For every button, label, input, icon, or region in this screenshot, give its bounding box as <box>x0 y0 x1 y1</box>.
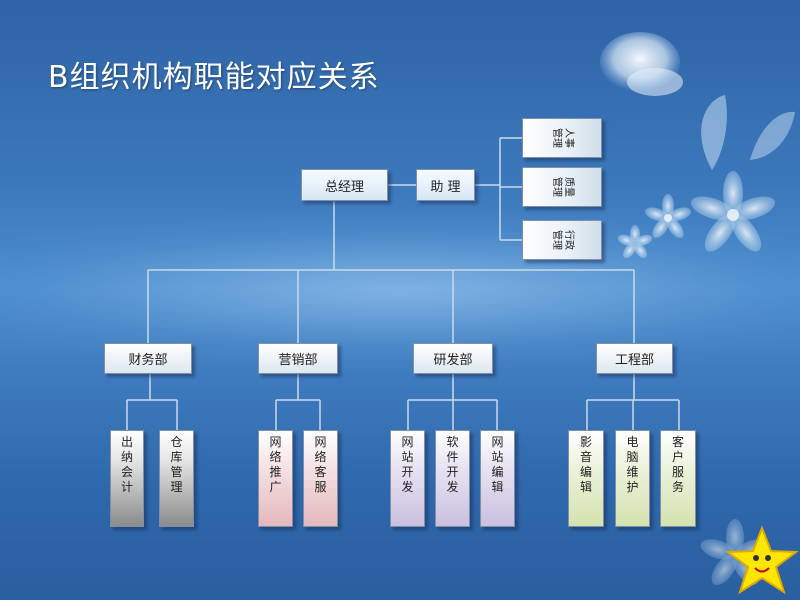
hr-label-1: 人事 <box>563 128 574 148</box>
slide-title: B组织机构职能对应关系 <box>48 60 380 95</box>
unit-label: 网站编辑 <box>491 435 504 494</box>
node-admin-management: 行政管理 <box>522 220 602 260</box>
star-mascot-icon <box>725 525 799 595</box>
admin-label-1: 行政 <box>563 230 574 250</box>
hr-label-2: 管理 <box>551 128 562 148</box>
flower-icon <box>617 95 795 259</box>
node-general-manager: 总经理 <box>301 169 388 201</box>
unit-website-editing: 网站编辑 <box>480 430 515 527</box>
unit-label: 软件开发 <box>446 435 459 494</box>
dept-engineering: 工程部 <box>596 343 673 374</box>
unit-label: 影音编辑 <box>579 435 592 494</box>
unit-label: 网络客服 <box>314 435 327 494</box>
unit-software-development: 软件开发 <box>435 430 470 527</box>
unit-audio-video-editing: 影音编辑 <box>568 430 604 527</box>
node-quality-management: 质量管理 <box>522 167 602 207</box>
unit-online-promotion: 网络推广 <box>258 430 293 527</box>
node-hr-management: 人事管理 <box>522 118 602 158</box>
unit-online-customer-service: 网络客服 <box>303 430 338 527</box>
quality-label-2: 管理 <box>551 177 562 197</box>
unit-warehouse-management: 仓库管理 <box>159 430 194 527</box>
unit-customer-service: 客户服务 <box>660 430 696 527</box>
unit-label: 电脑维护 <box>626 435 639 494</box>
unit-cashier-accounting: 出纳会计 <box>110 430 144 527</box>
unit-label: 客户服务 <box>671 435 684 494</box>
unit-computer-maintenance: 电脑维护 <box>615 430 650 527</box>
quality-label-1: 质量 <box>563 177 574 197</box>
moon-icon <box>600 32 683 96</box>
dept-marketing: 营销部 <box>258 343 338 374</box>
unit-label: 网站开发 <box>401 435 414 494</box>
unit-label: 网络推广 <box>269 435 282 494</box>
dept-finance: 财务部 <box>104 343 192 374</box>
unit-website-development: 网站开发 <box>390 430 425 527</box>
admin-label-2: 管理 <box>551 230 562 250</box>
dept-rnd: 研发部 <box>413 343 493 374</box>
node-assistant: 助 理 <box>416 169 475 201</box>
unit-label: 出纳会计 <box>120 435 133 494</box>
unit-label: 仓库管理 <box>170 435 183 494</box>
